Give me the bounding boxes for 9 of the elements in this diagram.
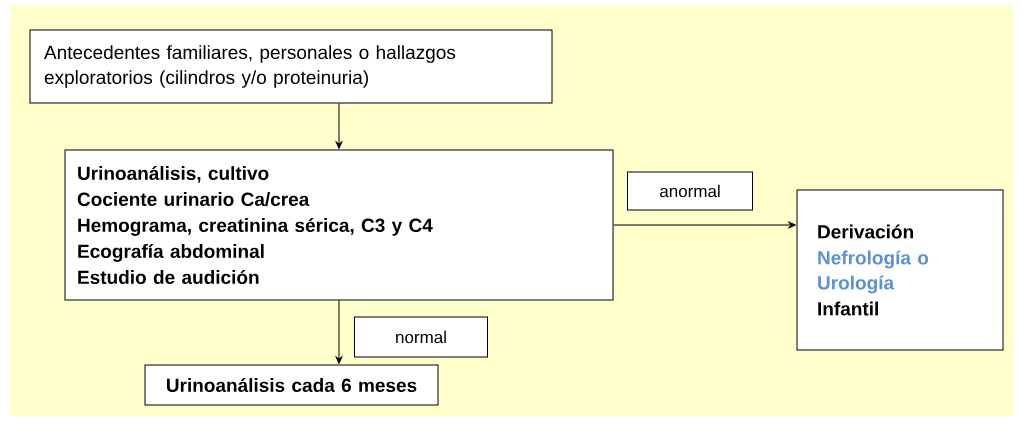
arrow [613,221,796,229]
arrow [335,300,343,364]
findings-box: Antecedentes familiares, personales o hallazgos exploratorios (cilindros y/o proteinuria) [29,29,553,104]
referral-box: Derivación Nefrología o Urología Infantil [796,189,1004,351]
edge-label: anormal [627,171,753,211]
follow-up-box: Urinoanálisis cada 6 meses [144,364,439,406]
tests-box: Urinoanálisis, cultivo Cociente urinario Ca/crea Hemograma, creatinina sérica, C3 y C4 Ecografía abdominal Estudio de audición [64,149,614,301]
edge-label: normal [354,316,488,358]
arrow [335,103,343,149]
